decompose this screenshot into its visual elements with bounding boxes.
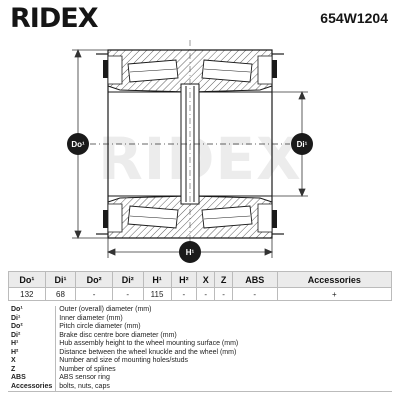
table-header: ABS [231, 271, 278, 288]
legend-desc: Number and size of mounting holes/studs [59, 357, 189, 364]
bearing-drawing: RIDEX [0, 34, 400, 268]
table-header-row: Do¹ Di¹ Do² Di² H¹ H² X Z ABS Accessorie… [8, 271, 393, 288]
legend-desc: ABS sensor ring [59, 374, 110, 381]
table-row: 132 68 - - 115 - - - - + [8, 287, 393, 301]
table-cell: - [196, 287, 216, 301]
table-cell: - [75, 287, 113, 301]
table-cell: 132 [8, 287, 46, 301]
legend-desc: Pitch circle diameter (mm) [59, 323, 141, 330]
legend-code: Di¹ [8, 314, 57, 323]
legend-desc: Distance between the wheel knuckle and t… [59, 348, 237, 356]
legend-code: Z [8, 365, 57, 374]
table-header: Di² [111, 271, 144, 288]
table-cell: - [231, 287, 278, 301]
table-header: Di¹ [44, 271, 77, 288]
legend-desc: Hub assembly height to the wheel mountin… [59, 340, 239, 347]
inner-diameter-label: Di¹ [291, 133, 313, 155]
legend-desc: bolts, nuts, caps [55, 382, 392, 392]
table-cell: + [276, 287, 393, 301]
table-cell: - [214, 287, 233, 301]
table-cell: 68 [44, 287, 77, 301]
table-header: H² [170, 271, 198, 288]
legend-desc: Inner diameter (mm) [59, 314, 123, 322]
legend-desc: Outer (overall) diameter (mm) [59, 306, 152, 313]
table-header: Do¹ [8, 271, 46, 288]
table-header: X [196, 271, 216, 288]
bottom-section [107, 195, 273, 239]
height-label: H¹ [179, 241, 201, 263]
brand-logo: RIDEX [10, 3, 99, 34]
legend-desc: Number of splines [59, 365, 116, 373]
legend-code: Di² [8, 331, 57, 340]
outer-diameter-label: Do¹ [67, 133, 89, 155]
table-cell: 115 [142, 287, 172, 301]
legend-code: X [8, 357, 57, 366]
bearing-cross-section [72, 40, 308, 258]
table-cell: - [170, 287, 198, 301]
part-number: 654W1204 [320, 10, 388, 26]
legend-code: H² [8, 348, 57, 357]
legend-code: Accessories [8, 382, 57, 392]
legend-code: H¹ [8, 340, 57, 349]
top-section [107, 49, 273, 93]
table-header: Accessories [276, 271, 393, 288]
legend-code: Do² [8, 323, 57, 332]
legend-code: Do¹ [8, 306, 57, 315]
legend-desc: Brake disc centre bore diameter (mm) [59, 331, 177, 339]
dimensions-table: Do¹ Di¹ Do² Di² H¹ H² X Z ABS Accessorie… [8, 271, 393, 301]
table-header: Do² [75, 271, 113, 288]
legend-code: ABS [8, 374, 57, 383]
table-header: Z [214, 271, 233, 288]
header: RIDEX 654W1204 [0, 0, 400, 34]
seals [103, 60, 277, 228]
table-cell: - [111, 287, 144, 301]
table-header: H¹ [142, 271, 172, 288]
